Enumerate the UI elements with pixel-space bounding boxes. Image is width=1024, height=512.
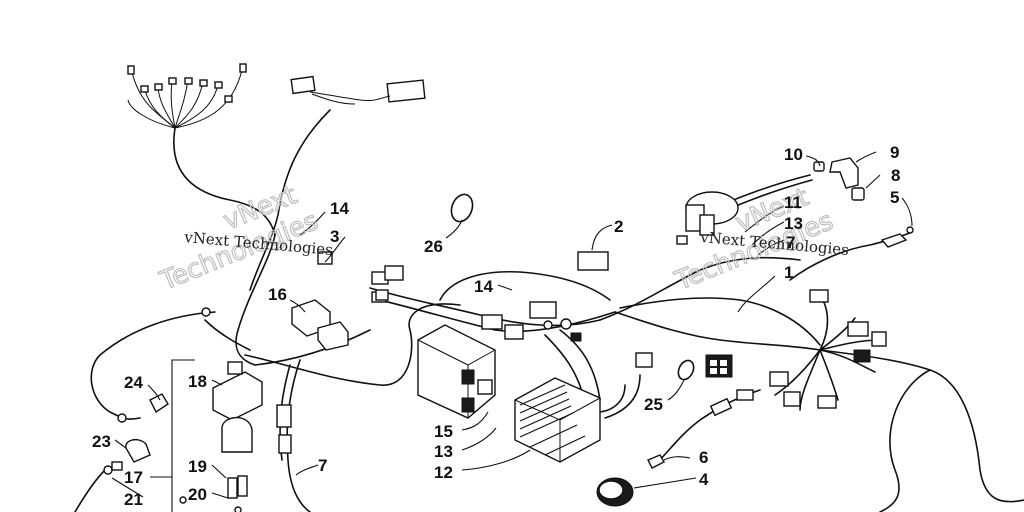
push-button-4 [596,477,634,507]
terminal-21 [103,461,123,475]
callout-7b: 7 [786,233,795,252]
relay-16 [291,299,349,351]
callout-13b: 13 [784,214,803,233]
part-5-terminal [880,226,914,248]
upper-fan-connector [127,63,247,129]
inline-connectors-7 [276,404,292,454]
callout-26: 26 [424,237,443,256]
callout-12: 12 [434,463,453,482]
callout-8: 8 [891,166,900,185]
callout-24: 24 [124,373,143,392]
callout-5: 5 [890,188,899,207]
callout-labels: 1 2 3 4 5 6 7 7 8 9 10 11 12 13 13 14 14… [92,143,900,509]
callout-11: 11 [784,193,802,212]
part-20 [179,496,242,512]
parts-8-9-10 [813,157,865,201]
clip-25 [677,359,695,381]
callout-6: 6 [699,448,708,467]
boot-23 [125,438,151,463]
callout-4: 4 [699,470,709,489]
connector-18 [212,361,263,453]
upper-center-connectors [290,75,426,105]
callout-19: 19 [188,457,207,476]
group-bracket-17 [150,359,195,512]
callout-1: 1 [784,263,793,282]
cable-end-24 [117,307,211,423]
callout-14b: 14 [474,277,493,296]
callout-17: 17 [124,468,143,487]
black-connector [705,354,733,378]
connector-6 [647,397,733,469]
ignition-coil-11 [685,191,739,236]
callout-7: 7 [318,456,327,475]
callout-20: 20 [188,485,207,504]
callout-14a: 14 [330,199,349,218]
clip-26 [450,193,474,223]
leader-lines [111,151,913,499]
misc-connectors [317,235,887,409]
regulator-12 [514,377,601,463]
callout-9: 9 [890,143,899,162]
callout-18: 18 [188,372,207,391]
callout-25: 25 [644,395,663,414]
callout-23: 23 [92,432,111,451]
callout-16: 16 [268,285,287,304]
cdi-box-15 [417,324,496,419]
callout-13a: 13 [434,442,453,461]
callout-10: 10 [784,145,803,164]
watermark: vNext Technologies vNext Technologies vN… [155,180,850,298]
fuse-19 [227,475,248,499]
callout-15: 15 [434,422,453,441]
callout-3: 3 [330,227,339,246]
callout-21: 21 [124,490,143,509]
callout-2: 2 [614,217,623,236]
